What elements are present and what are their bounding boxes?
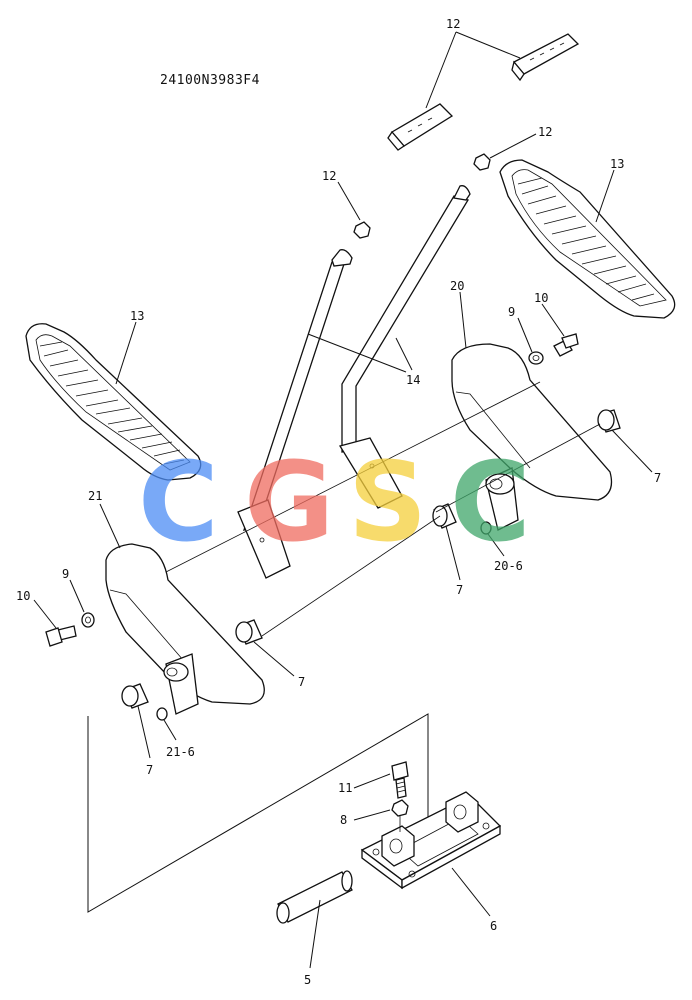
- drawing-number: 24100N3983F4: [160, 73, 260, 88]
- axis-line-lower: [261, 515, 441, 637]
- callout-20-6: 20-6: [494, 559, 523, 573]
- leader-8: [353, 809, 391, 821]
- bushing-lower-left: [121, 683, 149, 709]
- callout-20: 20: [450, 279, 464, 293]
- watermark-letter-g: G: [244, 438, 334, 566]
- bolt-right: [553, 333, 579, 357]
- leader-21-6: [163, 719, 177, 741]
- footplate-right: [499, 159, 676, 319]
- leader-12-cap-right: [455, 31, 521, 59]
- watermark-letter-s: S: [348, 438, 427, 566]
- callout-21-6: 21-6: [166, 745, 195, 759]
- callout-7-far-right: 7: [654, 471, 661, 485]
- callout-11: 11: [338, 781, 352, 795]
- callout-10-left: 10: [16, 589, 30, 603]
- callout-8: 8: [340, 813, 347, 827]
- bushing-far-right: [597, 409, 621, 433]
- leader-21: [99, 503, 121, 549]
- grease-fitting-21-6: [156, 707, 168, 721]
- pedal-arm-left: [105, 543, 265, 715]
- callout-12-nut-right: 12: [538, 125, 552, 139]
- callout-12-nut-left: 12: [322, 169, 336, 183]
- watermark-letter-c2: C: [450, 438, 531, 566]
- bushing-lower-middle: [235, 619, 263, 645]
- axis-line-upper: [165, 381, 541, 573]
- pin-5: [276, 870, 353, 924]
- washer-right: [528, 351, 544, 365]
- nut-upper-right: [473, 153, 491, 171]
- leader-13-left: [115, 321, 137, 385]
- leader-10-left: [33, 599, 57, 629]
- leader-7-lower-middle: [253, 641, 295, 677]
- leader-14-a: [307, 333, 407, 373]
- bolt-left: [45, 625, 77, 647]
- bracket-base: [360, 791, 502, 890]
- leader-7-lower-left: [137, 705, 151, 759]
- rod-right: [338, 185, 471, 509]
- grease-fitting-20-6: [480, 521, 492, 535]
- assembly-frame-line: [87, 713, 429, 913]
- leader-13-right: [595, 169, 615, 223]
- leader-12-nut-left: [337, 181, 361, 221]
- callout-7-lower-middle: 7: [298, 675, 305, 689]
- leader-9-left: [69, 579, 85, 613]
- footplate-left: [25, 323, 202, 481]
- callout-7-center: 7: [456, 583, 463, 597]
- leader-12-cap-left: [425, 31, 457, 109]
- callout-10-right: 10: [534, 291, 548, 305]
- washer-left: [81, 612, 95, 628]
- callout-9-left: 9: [62, 567, 69, 581]
- leader-6: [451, 867, 491, 917]
- leader-12-nut-right: [489, 133, 537, 159]
- callout-13-right: 13: [610, 157, 624, 171]
- leader-7-center: [445, 525, 461, 581]
- callout-13-left: 13: [130, 309, 144, 323]
- callout-9-right: 9: [508, 305, 515, 319]
- pedal-arm-right: [451, 343, 613, 531]
- leader-7-far-right: [611, 429, 653, 473]
- bolt-11: [391, 761, 409, 799]
- callout-6: 6: [490, 919, 497, 933]
- leader-14-b: [395, 337, 413, 371]
- pedal-cap-upper-right: [511, 33, 580, 82]
- leader-9-right: [517, 317, 533, 353]
- cgsc-watermark: C G S C: [138, 438, 531, 566]
- leader-11: [353, 773, 391, 789]
- watermark-letter-c1: C: [138, 438, 219, 566]
- leader-5: [309, 899, 321, 969]
- leader-20-6: [487, 533, 505, 557]
- callout-14: 14: [406, 373, 420, 387]
- leader-10-right: [541, 303, 565, 337]
- nut-upper-left: [353, 221, 371, 239]
- leader-20: [459, 291, 467, 349]
- pedal-cap-upper-left: [387, 103, 454, 151]
- callout-7-lower-left: 7: [146, 763, 153, 777]
- callout-5: 5: [304, 973, 311, 987]
- rod-left: [237, 249, 353, 579]
- nut-8: [391, 799, 409, 817]
- callout-21: 21: [88, 489, 102, 503]
- callout-12-caps: 12: [446, 17, 460, 31]
- axis-line-right: [435, 423, 601, 513]
